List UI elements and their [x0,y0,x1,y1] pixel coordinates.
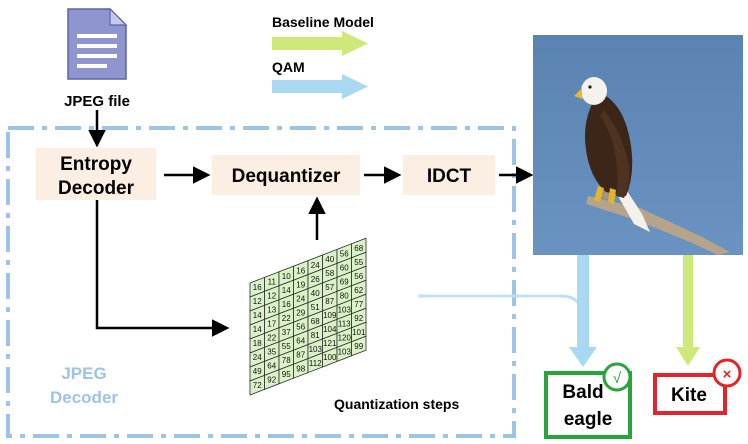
quantization-value: 29 [296,308,305,317]
check-mark-glyph: √ [613,370,622,387]
quantization-value: 56 [340,250,349,259]
quantization-value: 103 [338,348,352,357]
legend-baseline-arrow [272,31,368,56]
quantization-cell [351,335,367,357]
qam-result-line2: eagle [564,409,613,430]
document-icon [67,7,128,80]
quantization-value: 101 [352,328,366,337]
quantization-value: 13 [267,306,276,315]
quantization-value: 11 [268,278,277,287]
quantization-value: 10 [282,272,291,281]
dequantizer-label: Dequantizer [232,166,341,187]
quantization-value: 112 [309,359,322,368]
decoder-label-line1: JPEG [61,364,106,383]
quantization-value: 18 [253,339,262,348]
legend-baseline-label: Baseline Model [272,14,374,30]
quantization-value: 64 [296,336,305,345]
quantization-value: 26 [311,275,320,284]
quantization-value: 19 [296,280,305,289]
quantization-value: 80 [340,292,349,301]
quantization-value: 120 [338,334,352,343]
idct-label: IDCT [427,166,472,187]
quantization-value: 17 [267,320,276,329]
quantization-value: 98 [296,364,305,373]
baseline-output-arrow [676,255,700,366]
quantization-value: 87 [325,297,334,306]
quantization-value: 24 [311,261,320,270]
entropy-decoder-line2: Decoder [58,178,135,199]
quantization-value: 99 [354,342,363,351]
quantization-value: 16 [282,300,291,309]
decoder-label-line2: Decoder [50,388,118,407]
quantization-value: 14 [253,311,262,320]
quantization-value: 69 [340,278,349,287]
quantization-value: 58 [325,269,334,278]
arrow-entropy-to-table [95,200,230,337]
quantization-value: 103 [309,345,323,354]
baseline-result-box [653,373,727,415]
quantization-value: 100 [323,353,337,362]
quantization-value: 104 [323,325,337,334]
quantization-value: 14 [253,325,262,334]
quantization-value: 92 [354,314,363,323]
quantization-value: 22 [282,314,291,323]
legend-qam-label: QAM [272,59,305,75]
jpeg-file-label: JPEG file [64,93,130,110]
quantization-value: 87 [296,350,305,359]
check-mark-icon: √ [602,362,632,392]
quantization-value: 24 [296,294,305,303]
quantization-value: 14 [282,286,291,295]
quantization-value: 121 [323,339,337,348]
quantization-value: 56 [354,272,363,281]
cross-mark-glyph: × [723,366,732,383]
quantization-value: 109 [323,311,337,320]
quantization-value: 113 [338,320,351,329]
quantization-value: 56 [296,322,305,331]
quantization-caption: Quantization steps [334,396,459,412]
quantization-value: 24 [253,353,262,362]
quantization-value: 60 [340,264,349,273]
bald-eagle-photo [533,35,743,255]
jpeg-decoder-region [6,126,516,438]
quantization-value: 51 [311,303,320,312]
legend-qam-arrow [272,74,368,99]
quantization-value: 12 [253,297,262,306]
quantization-value: 72 [253,381,262,390]
baseline-result-label: Kite [671,385,707,406]
entropy-decoder-block [36,148,156,200]
quantization-value: 22 [267,334,276,343]
qam-result-line1: Bald [562,382,603,403]
quantization-value: 49 [253,367,262,376]
quantization-value: 37 [282,328,291,337]
quantization-value: 16 [296,266,305,275]
quantization-value: 55 [282,342,291,351]
quantization-value: 64 [267,362,276,371]
quantization-value: 81 [311,331,320,340]
quantization-value: 40 [311,289,320,298]
quantization-value: 68 [311,317,320,326]
quantization-value: 35 [267,348,276,357]
idct-block [403,155,495,195]
dequantizer-block [212,155,360,195]
entropy-decoder-line1: Entropy [60,154,132,175]
qam-output-arrow [569,255,597,367]
quantization-value: 40 [325,255,334,264]
quantization-value: 12 [267,292,276,301]
quantization-table: 16 11 10 16 24 40 56 68 12 12 14 19 26 58 60 55 14 13 16 24… [249,237,367,396]
quantization-value: 16 [253,283,262,292]
qam-link-line [418,294,585,319]
quantization-value: 95 [282,370,291,379]
quantization-value: 55 [354,258,363,267]
cross-mark-icon: × [712,358,742,388]
quantization-value: 103 [338,306,352,315]
quantization-value: 68 [354,244,363,253]
quantization-value: 78 [282,356,291,365]
quantization-value: 57 [325,283,334,292]
quantization-value: 62 [354,286,363,295]
quantization-value: 92 [267,376,276,385]
quantization-value: 77 [354,300,363,309]
